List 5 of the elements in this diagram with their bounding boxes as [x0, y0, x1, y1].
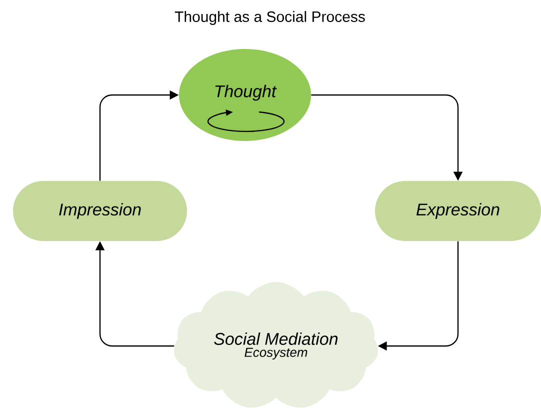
rounded-box: Impression — [13, 181, 187, 241]
title: Thought as a Social Process — [174, 11, 365, 25]
rounded-box: Expression — [375, 181, 541, 241]
ellipse-node: Thought — [179, 49, 311, 141]
cloud-node: Social Mediation Ecosystem — [174, 282, 378, 408]
